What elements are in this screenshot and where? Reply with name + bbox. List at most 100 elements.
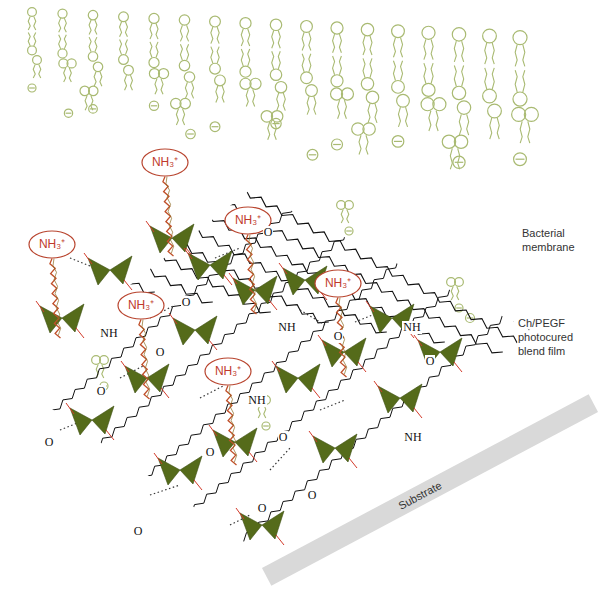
side-group — [414, 408, 422, 418]
lipid-head — [331, 75, 343, 87]
lipid-tail — [462, 66, 464, 87]
charge-symbol — [346, 230, 352, 231]
polymer-chain — [218, 278, 600, 592]
peg-chain — [166, 177, 174, 254]
lipid-tail — [485, 68, 487, 89]
glucosamine-ring — [298, 364, 320, 392]
side-group — [309, 431, 317, 442]
lipid-tail — [185, 82, 187, 98]
polymer-chain — [0, 15, 445, 343]
glucosamine-ring — [276, 366, 298, 393]
lipid-tail — [277, 93, 279, 111]
lipid-tail — [69, 68, 71, 82]
ellipse-shape — [118, 292, 164, 319]
lipid-tail — [368, 104, 370, 123]
lipid-tail — [187, 44, 189, 60]
lipid-tail — [309, 32, 311, 50]
polymer-chain — [0, 0, 329, 323]
lipid-tail — [429, 111, 431, 131]
lipid-tail — [28, 16, 30, 30]
peg-chain — [50, 259, 61, 339]
side-group — [106, 430, 114, 440]
hydrogen-bond — [270, 448, 290, 470]
lipid-tail — [454, 66, 456, 87]
lipid-tail — [64, 68, 66, 82]
amine-ellipse: NH₃⁺ — [204, 357, 252, 386]
lipid-head — [28, 46, 37, 55]
lipid-tail — [64, 18, 66, 32]
lipid-tail — [515, 70, 517, 92]
glucosamine-ring — [88, 258, 110, 285]
lipid-tail — [302, 32, 304, 50]
side-group — [36, 301, 44, 312]
peg-chain — [246, 235, 257, 315]
side-group — [209, 340, 217, 350]
lipid-tail — [33, 64, 35, 78]
polymer-chain — [0, 0, 155, 293]
lipid-head — [240, 66, 251, 77]
lipid-tail — [34, 16, 36, 30]
side-group — [124, 280, 132, 290]
polymer-chain — [166, 250, 600, 592]
amine-ellipse: NH₃⁺ — [141, 148, 189, 177]
charge-symbol — [456, 307, 462, 308]
lipid-head — [210, 16, 221, 27]
lipid-tail — [523, 70, 525, 92]
side-group — [272, 361, 280, 372]
atom-label: NH — [247, 394, 266, 407]
lipid-tail — [64, 35, 66, 49]
polymer-chain — [308, 95, 600, 423]
atom-label: NH — [402, 321, 421, 334]
lipid-head — [361, 78, 373, 90]
charge-symbol — [455, 162, 464, 163]
charge-symbol — [514, 153, 527, 166]
lipid-head — [210, 63, 221, 74]
lipid-head — [513, 31, 527, 45]
charge-symbol — [64, 109, 72, 117]
side-group — [236, 508, 244, 519]
charge-symbol — [394, 141, 402, 142]
glucosamine-ring — [370, 306, 392, 333]
lipid-tail — [424, 63, 426, 83]
lipid-tail — [89, 37, 91, 52]
hydrogen-bond — [320, 400, 345, 410]
polymer-chain — [0, 0, 97, 283]
glucosamine-ring — [344, 338, 366, 366]
polymer-chain — [424, 115, 600, 443]
lipid-head — [301, 72, 313, 84]
amine-label: NH₃⁺ — [28, 230, 76, 259]
peg-chain — [229, 386, 237, 463]
lipid-tail — [314, 96, 316, 114]
lipid-head — [270, 19, 281, 30]
glucosamine-ring — [158, 458, 180, 485]
lipid-tail — [431, 39, 433, 59]
amine-ellipse: NH₃⁺ — [314, 269, 362, 298]
side-group — [76, 328, 84, 338]
amine-label: NH₃⁺ — [314, 269, 362, 298]
lipid-tail — [370, 36, 372, 55]
lipid-tail — [272, 31, 274, 49]
lipid-tail — [155, 79, 157, 95]
lipid-head — [422, 26, 435, 39]
charge-symbol — [89, 105, 98, 114]
ellipse-shape — [205, 358, 251, 385]
lipid-tail — [125, 22, 127, 37]
glucosamine-ring — [110, 256, 132, 284]
lipid-head — [454, 135, 467, 148]
lipid-head — [331, 22, 343, 34]
lipid-tail — [211, 27, 213, 44]
amine-label: NH₃⁺ — [117, 291, 165, 320]
lipid-head — [483, 29, 497, 43]
peg-chain — [139, 320, 150, 400]
lipid-tail — [180, 44, 182, 60]
lipid-tail — [333, 56, 335, 75]
amine-label: NH₃⁺ — [204, 357, 252, 386]
glucosamine-ring — [62, 304, 84, 332]
side-group — [279, 263, 287, 274]
atom-label: NH — [403, 431, 422, 444]
charge-symbol — [66, 113, 72, 114]
lipid-tail — [406, 107, 408, 127]
lipid-head — [301, 21, 313, 33]
lipid-tail — [307, 96, 309, 114]
